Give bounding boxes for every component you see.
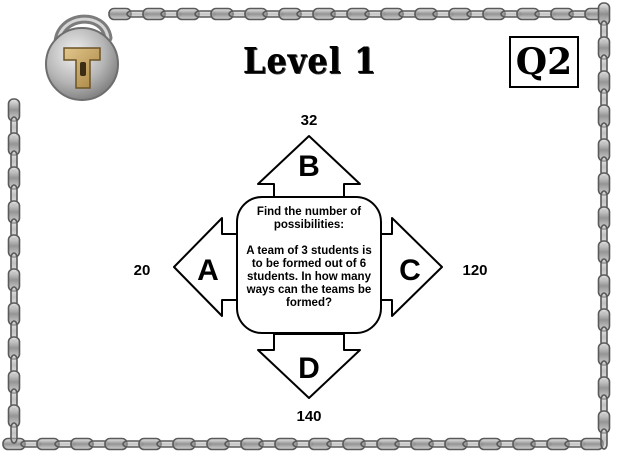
question-box: Find the number of possibilities: A team…	[236, 196, 382, 334]
answer-value-c: 120	[462, 262, 488, 279]
answer-value-b: 32	[300, 112, 318, 129]
chain-link	[10, 422, 18, 444]
answer-letter-d[interactable]: D	[298, 352, 320, 385]
question-prompt: Find the number of possibilities:	[256, 206, 362, 231]
level-title: Level 1	[242, 40, 378, 82]
answer-value-a: 20	[133, 262, 151, 279]
answer-arrow-d[interactable]	[257, 333, 361, 399]
chain-link	[600, 428, 608, 450]
answer-letter-c[interactable]: C	[399, 254, 421, 287]
question-number-badge: Q2	[509, 36, 579, 88]
padlock-icon	[45, 14, 119, 101]
answer-letter-a[interactable]: A	[197, 254, 219, 287]
question-text: A team of 3 students is to be formed out…	[246, 245, 372, 309]
answer-value-d: 140	[296, 408, 322, 425]
answer-letter-b[interactable]: B	[298, 150, 320, 183]
